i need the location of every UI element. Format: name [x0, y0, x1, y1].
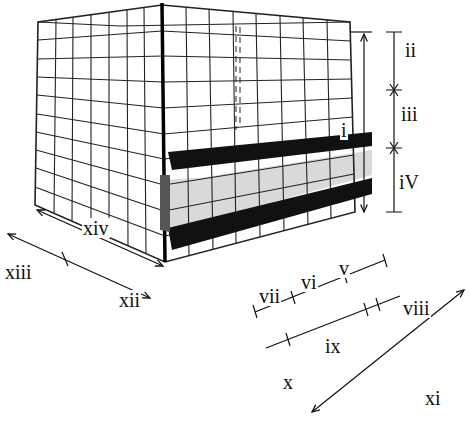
callout-number: v — [338, 258, 350, 278]
callout-number: xii — [118, 290, 141, 310]
callout-number: i — [340, 120, 348, 140]
callout-number: xiii — [4, 262, 33, 282]
callout-number: viii — [402, 298, 431, 318]
callout-number: xi — [424, 388, 442, 408]
callout-number: iV — [398, 172, 420, 192]
dimension-lines — [8, 32, 464, 412]
egg-tray — [168, 178, 372, 250]
callout-number: vii — [258, 286, 281, 306]
callout-number: ix — [324, 336, 342, 356]
callout-number: iii — [400, 104, 419, 124]
callout-number: vi — [300, 272, 318, 292]
callout-number: x — [282, 372, 294, 392]
callout-number: xiv — [82, 218, 110, 238]
trough-end — [160, 175, 170, 232]
callout-number: ii — [404, 40, 417, 60]
